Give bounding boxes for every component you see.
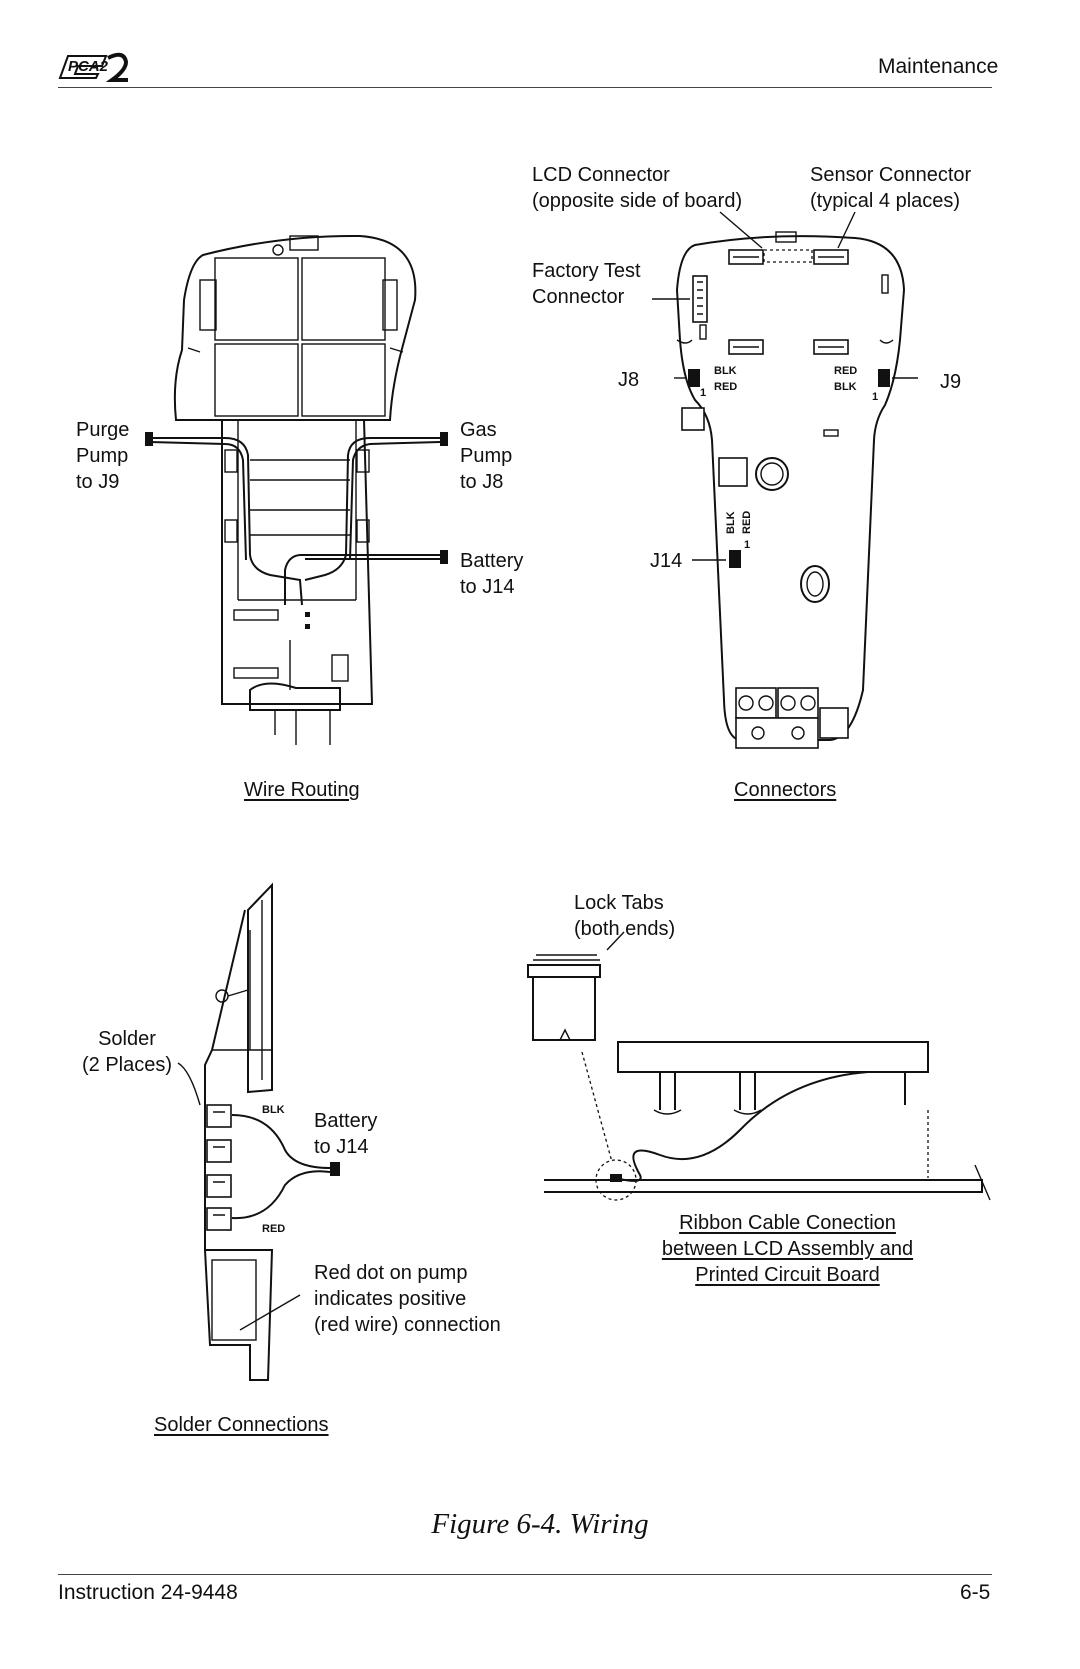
header-rule <box>58 87 992 88</box>
purge-pump-label: Purge Pump to J9 <box>76 419 130 493</box>
j8-label: J8 <box>618 369 640 391</box>
pcb-tag-blk-left: BLK <box>714 365 737 377</box>
lock-tabs-label: Lock Tabs (both ends) <box>574 892 676 940</box>
footer-rule <box>58 1574 992 1575</box>
section-title: Maintenance <box>878 55 999 78</box>
j9-label: J9 <box>940 371 962 393</box>
j14-label: J14 <box>650 550 683 572</box>
pcb-pin1-left: 1 <box>700 387 706 399</box>
solder-label: Solder (2 Places) <box>81 1028 173 1076</box>
pcb-pin1-right: 1 <box>872 391 878 403</box>
red-dot-label: Red dot on pump indicates positive (red … <box>314 1262 501 1336</box>
ribbon-caption: Ribbon Cable Conection between LCD Assem… <box>661 1212 914 1286</box>
wire-routing-caption: Wire Routing <box>244 779 360 801</box>
wire-routing-drawing <box>145 234 448 745</box>
solder-tag-blk: BLK <box>262 1104 285 1116</box>
sensor-connector-label: Sensor Connector (typical 4 places) <box>810 164 972 212</box>
page-number: 6-5 <box>960 1581 991 1604</box>
solder-drawing: BLK RED <box>177 882 340 1381</box>
pcb-tag-red-left: RED <box>714 381 737 393</box>
connectors-drawing: BLK RED RED BLK 1 1 BLK RED 1 <box>652 211 918 749</box>
pcb-tag-blk-j14: BLK <box>725 511 737 534</box>
gas-pump-label: Gas Pump to J8 <box>460 419 513 493</box>
pcb-tag-blk-right: BLK <box>834 381 857 393</box>
logo: PCA2 <box>58 48 132 88</box>
solder-caption: Solder Connections <box>154 1414 329 1436</box>
footer-instruction: Instruction 24-9448 <box>58 1581 238 1604</box>
pcb-pin1-j14: 1 <box>744 539 750 551</box>
pcb-tag-red-right: RED <box>834 365 857 377</box>
logo-mark <box>58 52 129 82</box>
figure-caption: Figure 6-4. Wiring <box>431 1508 649 1540</box>
solder-tag-red: RED <box>262 1223 285 1235</box>
ribbon-drawing <box>527 931 991 1201</box>
connectors-caption: Connectors <box>734 779 837 801</box>
logo-text: PCA2 <box>68 58 109 75</box>
solder-battery-label: Battery to J14 <box>314 1110 378 1158</box>
battery-j14-label: Battery to J14 <box>460 550 524 598</box>
pcb-tag-red-j14: RED <box>741 511 753 534</box>
factory-test-label: Factory Test Connector <box>532 260 641 308</box>
lcd-connector-label: LCD Connector (opposite side of board) <box>532 164 743 212</box>
